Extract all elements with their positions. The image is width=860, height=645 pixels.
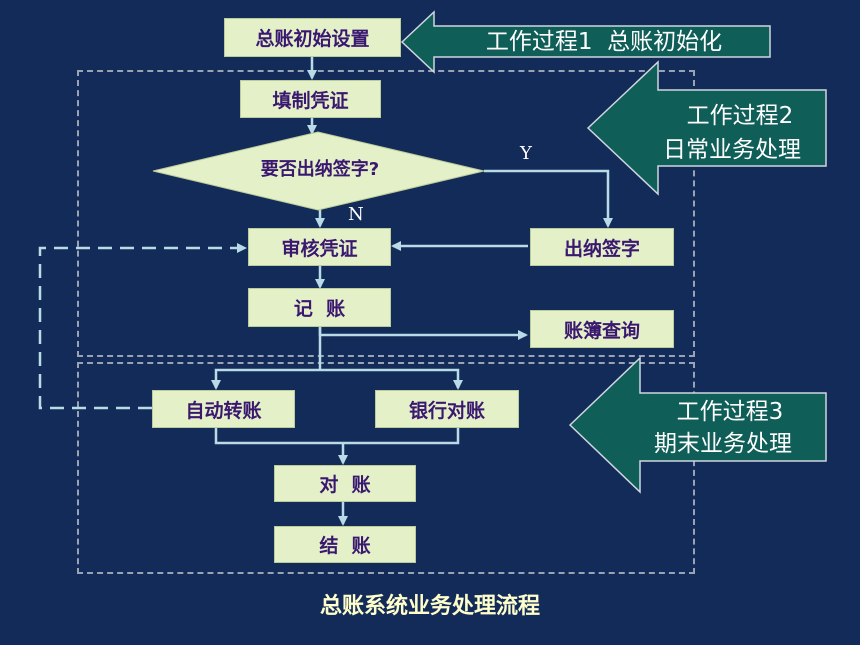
edge-auto-review-feedback <box>38 243 247 410</box>
node-post: 记 账 <box>248 288 391 327</box>
node-review-voucher: 审核凭证 <box>248 228 391 266</box>
process-1-label: 工作过程1 总账初始化 <box>485 29 723 55</box>
node-close: 结 账 <box>274 526 416 563</box>
diagram-caption: 总账系统业务处理流程 <box>319 594 540 619</box>
edge-post-query <box>318 327 528 340</box>
edge-split-bank <box>320 368 463 390</box>
node-bank-reconcile: 银行对账 <box>375 390 519 428</box>
node-fill-voucher: 填制凭证 <box>240 80 381 118</box>
node-init: 总账初始设置 <box>224 18 401 57</box>
process-2-line2: 日常业务处理 <box>663 137 801 163</box>
node-decision-label: 要否出纳签字? <box>260 159 380 180</box>
branch-yes-label: Y <box>520 143 532 164</box>
process-3-line2: 期末业务处理 <box>654 431 792 457</box>
decision-diamond <box>152 131 485 211</box>
process-3-arrow <box>568 356 827 494</box>
edge-split-auto <box>211 368 320 390</box>
edge-decision-cashier <box>484 169 613 228</box>
process-2-line1: 工作过程2 <box>686 103 794 129</box>
node-ledger-query: 账簿查询 <box>530 310 674 348</box>
node-cashier-sign: 出纳签字 <box>530 228 674 266</box>
node-reconcile: 对 账 <box>274 465 416 502</box>
daily-process-frame <box>77 70 695 357</box>
process-3-line1: 工作过程3 <box>676 399 784 425</box>
edge-merge <box>214 428 460 445</box>
process-1-arrow <box>400 10 771 74</box>
process-2-arrow <box>586 60 827 196</box>
branch-no-label: N <box>348 204 364 225</box>
node-auto-transfer: 自动转账 <box>152 390 295 428</box>
period-end-frame <box>77 362 695 574</box>
